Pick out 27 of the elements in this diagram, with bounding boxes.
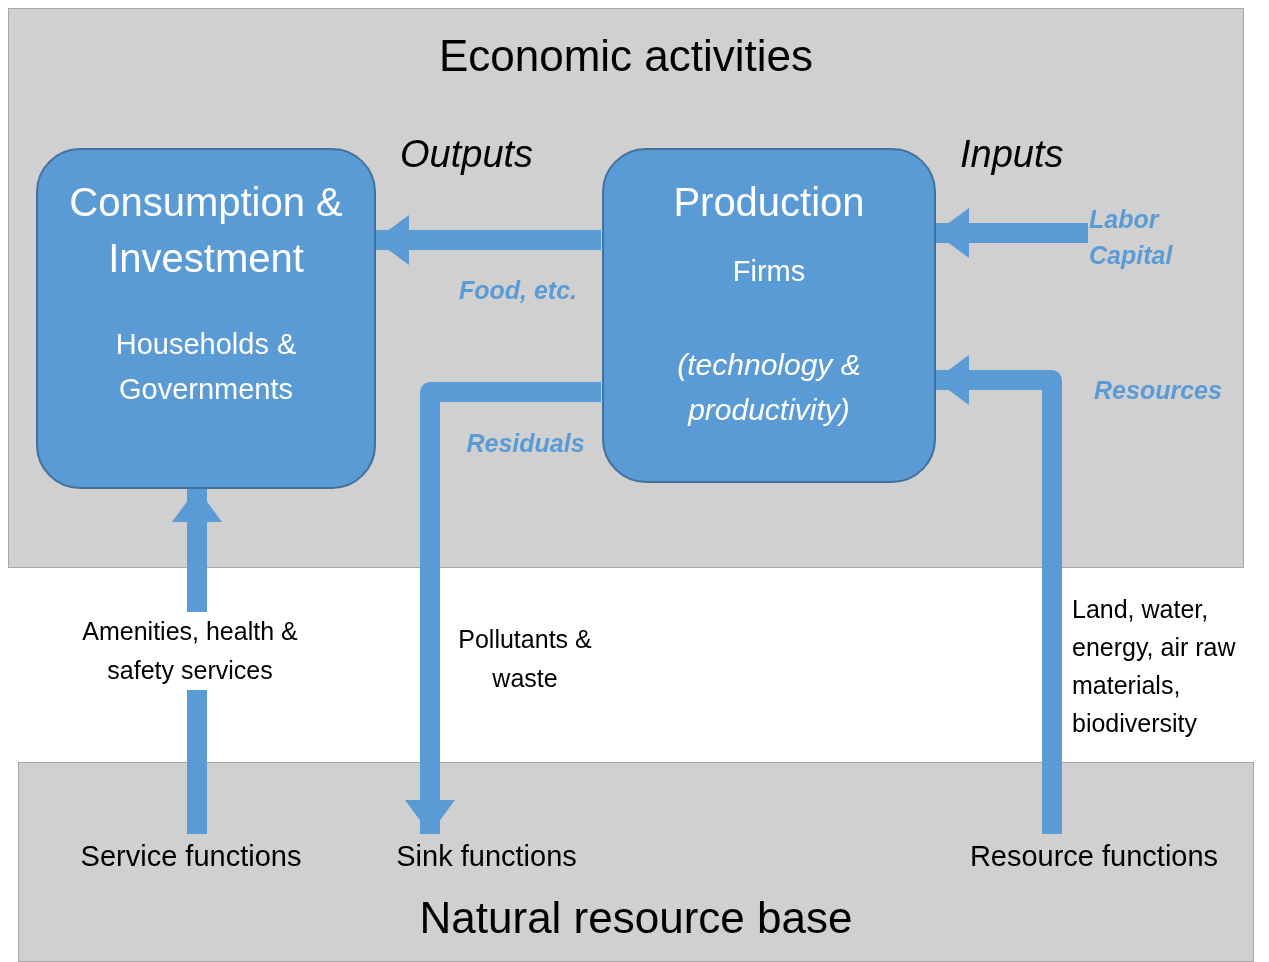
box-heading: Consumption & Investment [68,179,344,282]
box-text: Firms [732,254,806,289]
input-label: Labor Capital [1089,201,1201,271]
region-band [18,762,1254,962]
edge-label: Resources [1093,375,1223,406]
block-arrow [405,382,601,834]
block-arrow [935,355,1062,834]
box-text: (technology & productivity) [676,346,862,428]
function-label: Resource functions [949,835,1239,875]
edge-label: Amenities, health & safety services [80,612,300,690]
process-box [602,148,936,483]
box-text: Households & Governments [114,327,298,407]
flow-heading: Inputs [960,132,1065,177]
block-arrow [375,215,601,265]
flow-note: Land, water, energy, air raw materials, biodiversity [1072,594,1237,739]
region-title: Economic activities [438,30,814,82]
region-band [8,8,1244,568]
edge-label: Residuals [465,428,586,459]
block-arrow [935,208,1088,258]
function-label: Sink functions [379,835,594,875]
flow-note: Pollutants & waste [457,624,593,694]
process-box [36,148,376,489]
function-label: Service functions [59,835,323,875]
box-heading: Production [673,179,865,226]
edge-label: Food, etc. [457,275,579,306]
flow-heading: Outputs [400,132,535,177]
region-title: Natural resource base [419,892,853,944]
